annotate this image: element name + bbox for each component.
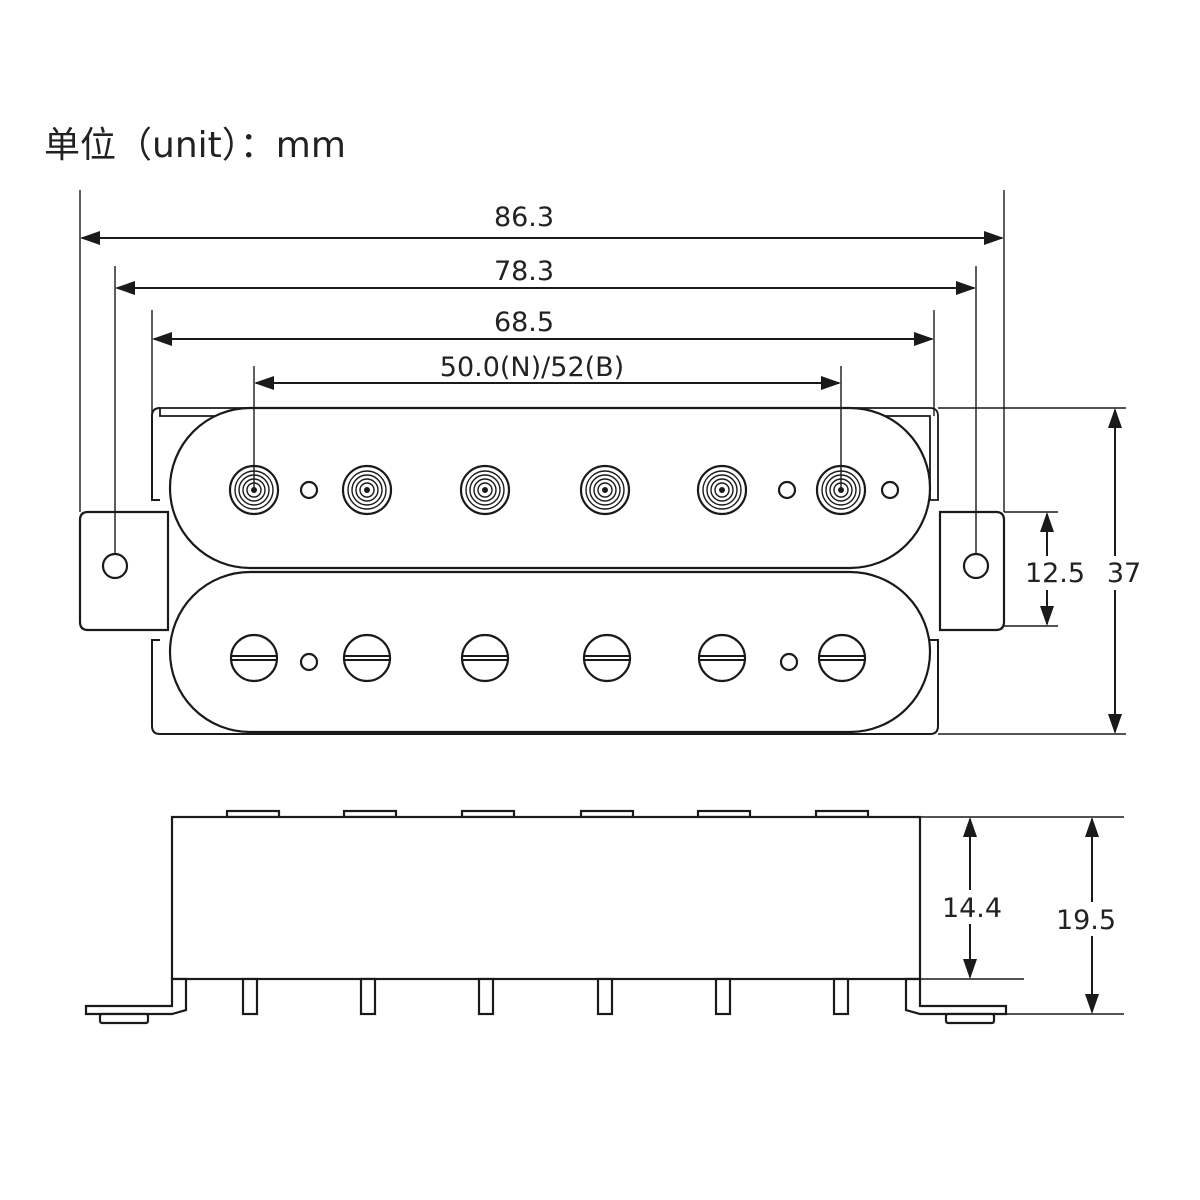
slug-pole-2 xyxy=(341,464,393,516)
slug-pole-4 xyxy=(579,464,631,516)
cover-hole xyxy=(299,652,319,672)
dim-cover-width: 68.5 xyxy=(494,307,554,338)
dim-tab-height: 12.5 xyxy=(1025,558,1085,589)
leg-pins xyxy=(241,977,850,1016)
mount-screw-right xyxy=(944,1012,996,1025)
dim-body-height: 14.4 xyxy=(942,893,1002,924)
slug-pole-3 xyxy=(459,464,511,516)
cover-hole xyxy=(880,480,900,500)
mount-hole-left xyxy=(101,552,129,580)
screw-pole-5 xyxy=(697,633,747,683)
side-view: 14.4 19.5 xyxy=(84,809,1124,1025)
mounting-ear-left xyxy=(84,977,188,1016)
screw-pole-6 xyxy=(817,633,867,683)
dim-pole-spacing: 50.0(N)/52(B) xyxy=(440,352,624,383)
top-view: 86.3 78.3 68.5 50.0(N)/52(B) 12.5 37 xyxy=(78,190,1148,735)
cover-hole xyxy=(777,480,797,500)
cover-hole xyxy=(779,652,799,672)
dim-mount-hole-spacing: 78.3 xyxy=(494,256,554,287)
dim-overall-width: 86.3 xyxy=(494,202,554,233)
cover-hole xyxy=(299,480,319,500)
mount-screw-left xyxy=(98,1012,150,1025)
mounting-plate xyxy=(78,510,1006,632)
screw-pole-4 xyxy=(582,633,632,683)
slug-pole-5 xyxy=(696,464,748,516)
screw-pole-1 xyxy=(229,633,279,683)
screw-pole-2 xyxy=(342,633,392,683)
screw-pole-3 xyxy=(460,633,510,683)
screw-poles xyxy=(229,633,867,683)
dim-total-height: 19.5 xyxy=(1056,905,1116,936)
bottom-coil xyxy=(168,570,932,734)
pickup-body xyxy=(170,815,922,981)
unit-label: 单位（unit）：mm xyxy=(44,125,346,166)
top-coil xyxy=(168,406,932,570)
mount-hole-right xyxy=(962,552,990,580)
dim-overall-height: 37 xyxy=(1107,558,1141,589)
mounting-ear-right xyxy=(904,977,1008,1016)
